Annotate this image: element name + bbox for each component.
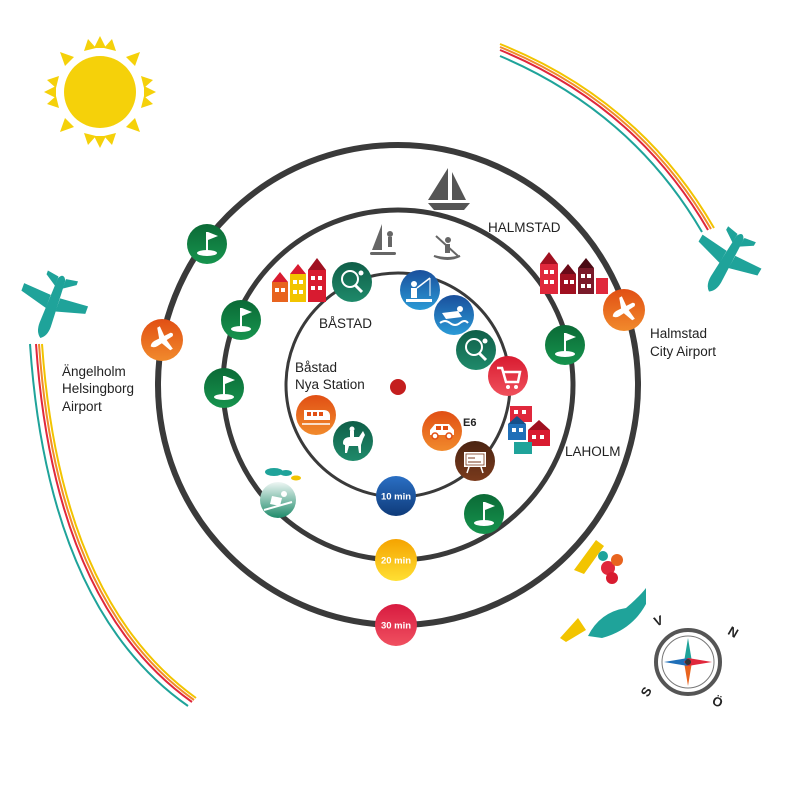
beach-decoration: [560, 540, 646, 642]
center-dot: [390, 379, 406, 395]
sun-icon: [44, 36, 156, 148]
windsurf-icon: [370, 224, 396, 255]
golf-icon: [545, 325, 585, 365]
label-station-line1: Båstad: [295, 360, 337, 375]
label-halmstad-airport-line1: Halmstad: [650, 326, 707, 341]
golf-icon: [187, 224, 227, 264]
compass-s: S: [637, 684, 654, 699]
compass-icon: [654, 628, 722, 696]
time-badge-10-min: 10 min: [376, 476, 416, 516]
label-halmstad: HALMSTAD: [488, 220, 561, 235]
label-bastad: BÅSTAD: [319, 316, 372, 331]
ski-icon: [260, 468, 301, 518]
train-icon: [296, 395, 336, 435]
halmstad-flight-path: [499, 43, 715, 233]
golf-icon: [204, 368, 244, 408]
kayak-icon: [433, 235, 461, 260]
golf-icon: [464, 494, 504, 534]
label-angelholm-line2: Helsingborg: [62, 381, 134, 396]
svg-text:20 min: 20 min: [381, 556, 411, 567]
golf-icon: [221, 300, 261, 340]
houses-icon: [540, 252, 608, 294]
compass-o: Ö: [710, 693, 725, 711]
time-badge-30-min: 30 min: [375, 604, 417, 646]
compass-v: V: [652, 612, 666, 629]
label-laholm: LAHOLM: [565, 444, 621, 459]
label-angelholm-line1: Ängelholm: [62, 364, 126, 379]
tennis-icon: [456, 330, 496, 370]
angelholm-flight-path: [29, 343, 197, 707]
swimming-icon: [434, 295, 474, 335]
label-angelholm-line3: Airport: [62, 399, 102, 414]
airplane-icon: [603, 289, 645, 331]
airplane-icon: [698, 226, 762, 292]
label-e6: E6: [463, 417, 476, 429]
horse-riding-icon: [333, 421, 373, 461]
fishing-icon: [400, 270, 440, 310]
label-halmstad-airport-line2: City Airport: [650, 344, 716, 359]
label-station-line2: Nya Station: [295, 377, 365, 392]
shopping-cart-icon: [488, 356, 528, 396]
tennis-icon: [332, 262, 372, 302]
houses-icon: [508, 406, 550, 454]
sailboat-icon: [428, 168, 470, 210]
time-badge-20-min: 20 min: [375, 539, 417, 581]
svg-text:30 min: 30 min: [381, 621, 411, 632]
compass-n: N: [725, 623, 741, 641]
airplane-icon: [141, 319, 183, 361]
airplane-icon: [21, 270, 89, 338]
classroom-icon: [455, 441, 495, 481]
svg-text:10 min: 10 min: [381, 492, 411, 503]
car-icon: [422, 411, 462, 451]
houses-icon: [272, 258, 326, 302]
